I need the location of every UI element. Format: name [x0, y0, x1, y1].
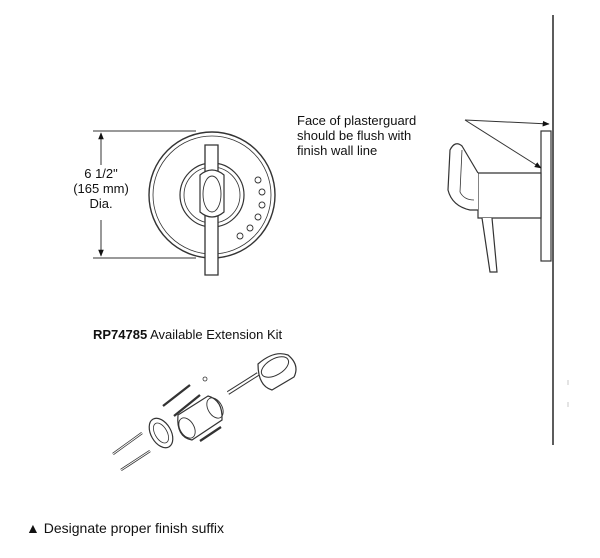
callout-line-2: should be flush with [297, 128, 412, 143]
triangle-icon: ▲ [26, 520, 40, 536]
finish-suffix-note: ▲ Designate proper finish suffix [26, 520, 224, 536]
diameter-dimension: 6 1/2" (165 mm) Dia. [68, 166, 134, 211]
extension-kit-exploded-view [112, 353, 297, 472]
front-view-trim [93, 130, 276, 276]
callout-line-1: Face of plasterguard [297, 113, 417, 128]
plasterguard-callout: Face of plasterguard should be flush wit… [297, 113, 416, 158]
diameter-metric: (165 mm) [73, 181, 129, 196]
callout-line-3: finish wall line [297, 143, 378, 158]
side-view-trim [447, 15, 569, 445]
kit-description: Available Extension Kit [150, 327, 283, 342]
finish-suffix-text: Designate proper finish suffix [43, 520, 225, 536]
kit-part-number: RP74785 [93, 327, 148, 342]
diameter-imperial: 6 1/2" [84, 166, 118, 181]
diameter-label: Dia. [89, 196, 113, 211]
extension-kit-label: RP74785 Available Extension Kit [93, 327, 282, 342]
